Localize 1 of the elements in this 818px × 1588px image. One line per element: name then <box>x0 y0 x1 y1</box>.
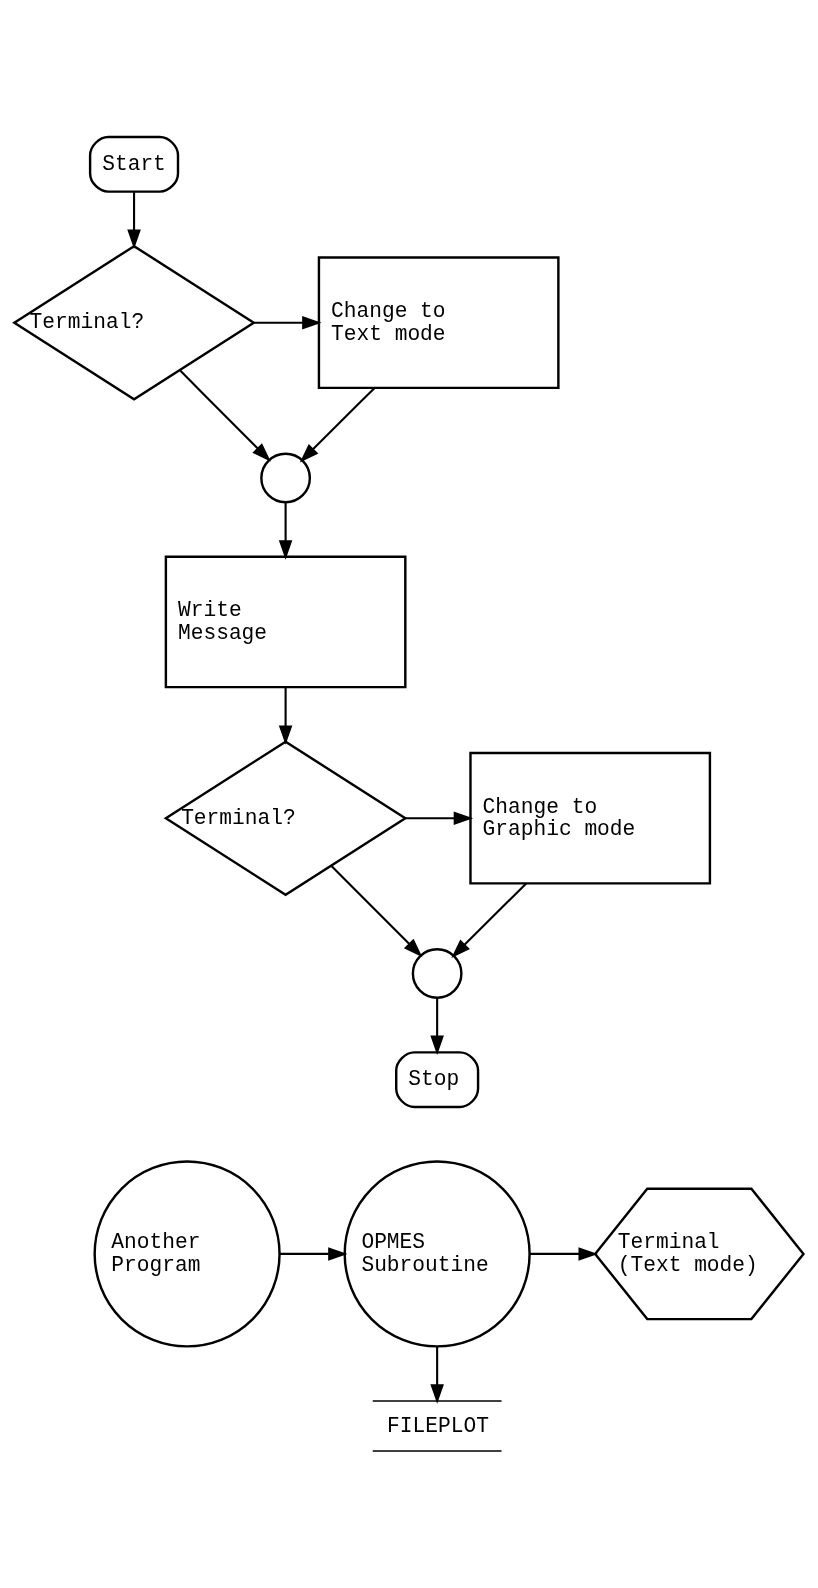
node-text: FILEPLOT <box>387 1414 489 1439</box>
